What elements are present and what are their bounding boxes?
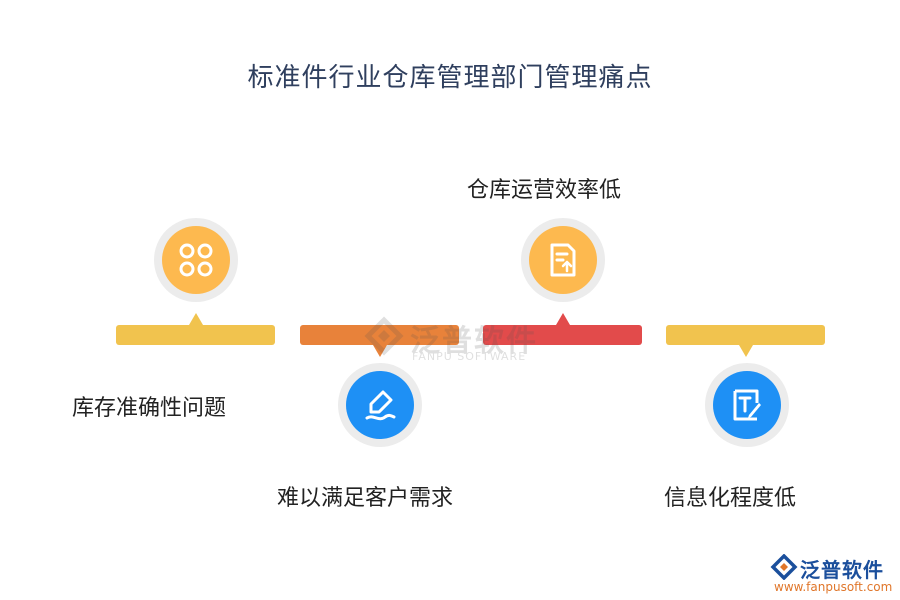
item-3-icon-circle (521, 218, 605, 302)
watermark: 泛普软件 FANPU SOFTWARE (362, 316, 536, 363)
page-title: 标准件行业仓库管理部门管理痛点 (247, 63, 653, 93)
item-2-icon-circle (338, 363, 422, 447)
pointer-up-3 (556, 313, 570, 325)
document-upload-icon (550, 243, 576, 277)
watermark-cn: 泛普软件 (410, 324, 538, 359)
timeline-segment-3 (483, 325, 642, 345)
watermark-en: FANPU SOFTWARE (412, 350, 527, 363)
pointer-down-2 (373, 345, 387, 357)
item-1-icon-circle (154, 218, 238, 302)
timeline-segment-2 (300, 325, 459, 345)
fanpu-brand-icon (770, 554, 798, 580)
fanpu-logo-icon (364, 316, 404, 356)
pointer-up-1 (189, 313, 203, 325)
text-edit-icon (733, 389, 761, 421)
item-4-label: 信息化程度低 (664, 486, 797, 511)
item-2-label: 难以满足客户需求 (277, 486, 454, 511)
item-1-label: 库存准确性问题 (72, 396, 227, 421)
pen-signature-icon (365, 390, 396, 421)
item-3-label: 仓库运营效率低 (467, 178, 622, 203)
brand-url[interactable]: www.fanpusoft.com (774, 580, 893, 594)
timeline-segment-4 (666, 325, 825, 345)
pointer-down-4 (739, 345, 753, 357)
item-4-icon-circle (705, 363, 789, 447)
brand-name: 泛普软件 (800, 558, 884, 582)
timeline-segment-1 (116, 325, 275, 345)
four-circles-icon (179, 243, 213, 277)
